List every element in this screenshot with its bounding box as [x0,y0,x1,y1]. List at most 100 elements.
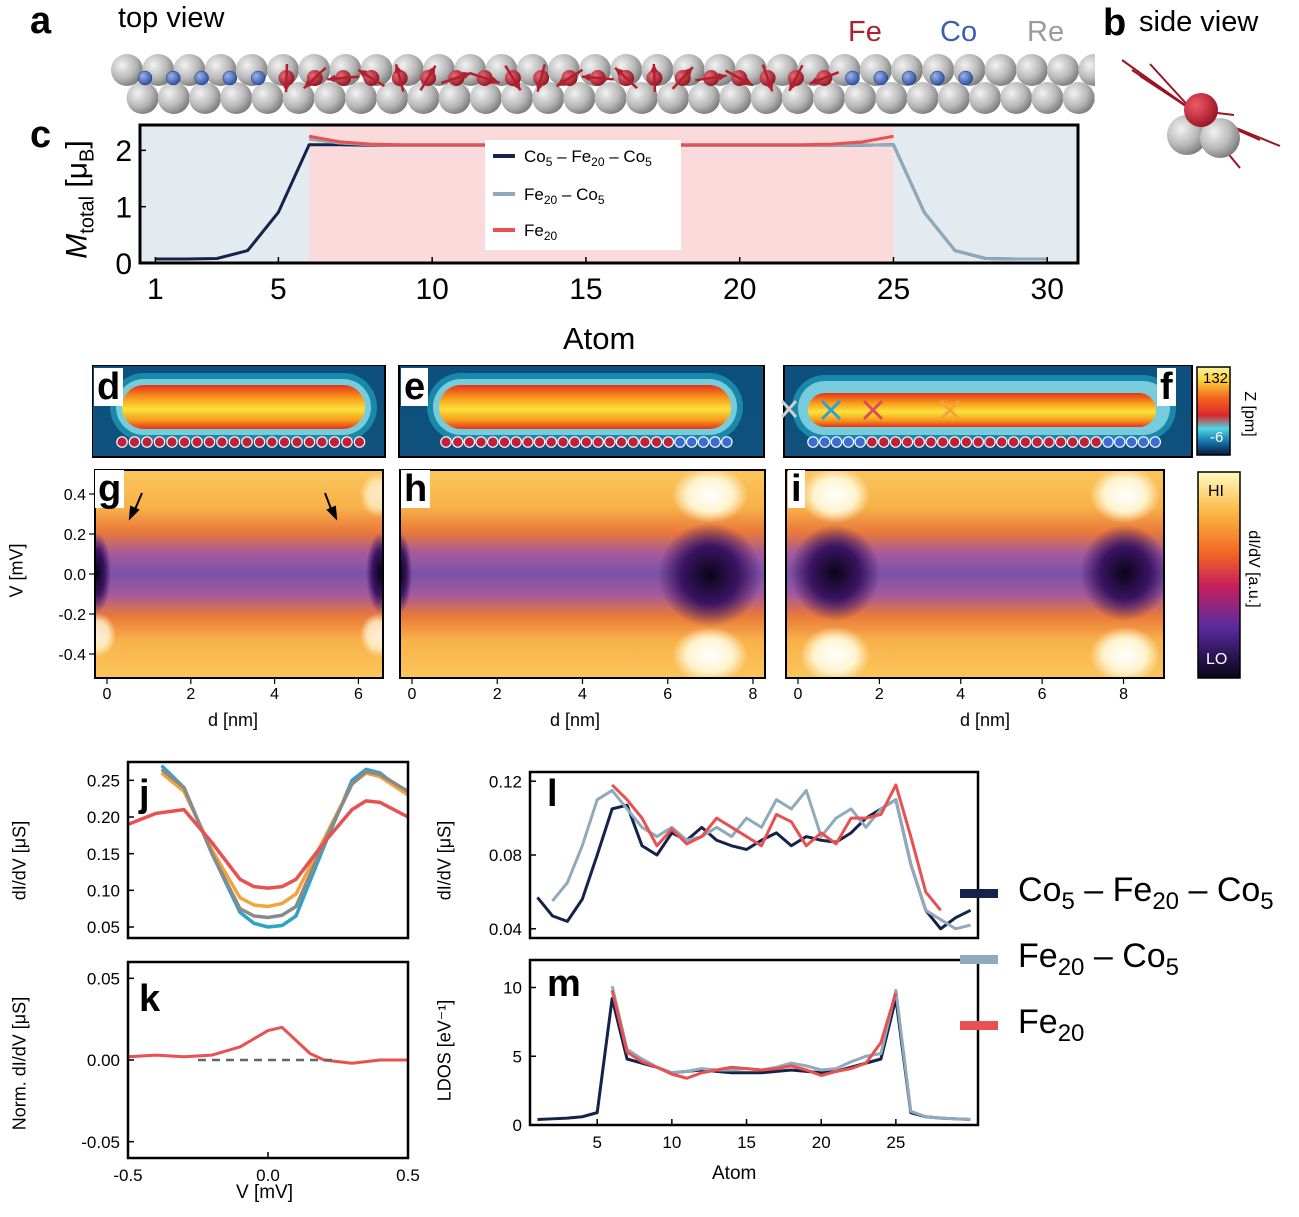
chart-c-legend-label: Fe20 [524,221,558,243]
fe-atom-dot [878,436,890,448]
fe-atom-dot [440,436,452,448]
big-legend-swatch [960,888,998,898]
re-atom [625,82,658,114]
chart-j-ytick-label: 0.20 [87,808,120,827]
top-view-chain [111,54,1095,114]
re-atom [813,82,845,114]
panel-label-h: h [401,470,431,508]
panel-c-ylabel: Mtotal [μB] [60,140,99,259]
panel-label-e: e [401,368,429,406]
legend-co: Co [940,16,978,48]
chart-k-ytick-label: 0.05 [87,969,120,988]
chart-c-xtick-label: 15 [569,273,602,306]
chart-c-legend-label: Co5 – Fe20 – Co5 [524,147,652,169]
chart-c-xtick-label: 10 [415,273,448,306]
fe-atom-dot [1019,436,1032,448]
topography-row [92,365,1231,458]
co-atom [873,70,889,86]
chart-c-ytick-label: 0 [115,248,132,281]
fe-atom-dot [253,436,266,448]
map-dtick-label: 0 [794,686,803,703]
fe-atom-dot [316,436,328,448]
co-atom-dot [1149,436,1161,448]
chart-c-xtick-label: 30 [1031,273,1064,306]
fe-atom-dot [266,436,278,448]
colorbar-didv-label: dI/dV [a.u.] [1245,530,1262,608]
spin-arrow-head [743,78,753,86]
chart-k-ytick-label: 0.00 [87,1051,120,1070]
colorbar-z [1196,366,1231,456]
chart-j-series-3 [127,799,409,890]
spin-arrow-head [556,78,566,87]
chart-c-legend-box [485,140,681,250]
panel-c-xlabel: Atom [563,321,636,356]
legend-re: Re [1027,16,1065,48]
co-atom [137,70,153,86]
fe-atom-dot [228,436,241,448]
chart-m-xtick-label: 10 [662,1133,681,1152]
co-atom-dot [1113,436,1126,448]
panel-a-title: top view [118,2,225,34]
co-atom [930,70,945,86]
marker-crosses [780,399,961,421]
panel-label-a: a [30,0,52,42]
spin-arrow-head [615,67,624,77]
chart-j-plot [127,764,410,929]
panel-label-l: l [545,773,560,815]
map-dtick-label: 0 [408,686,417,703]
chart-k-xtick-label: 0.5 [396,1166,420,1185]
colorbar-hi: HI [1208,483,1224,500]
fe-atom-dot [278,436,291,448]
maps-xlabel-g: d [nm] [208,710,259,730]
fe-atom-dot [353,436,366,448]
re-atom [906,82,939,114]
re-atom [220,82,253,114]
re-atom [345,82,377,114]
panel-label-j: j [137,773,152,815]
chart-j-series-2 [160,767,409,920]
legend-fe: Fe [848,16,882,48]
co-atom-dot [807,436,819,448]
panel-label-d: d [94,368,124,406]
co-atom [958,70,973,86]
re-atom [189,82,221,114]
fe-atom-dot [1078,436,1091,448]
re-atom [781,82,814,114]
fe-atom-dot [592,436,604,448]
map-dtick-label: 4 [270,686,279,703]
spin-arrow-head [358,69,368,78]
panel-label-k: k [137,978,163,1020]
fe-atom-dot [498,436,511,448]
fe-atom-dot [191,436,203,448]
panel-label-g: g [95,470,125,508]
panel-j-ylabel: dI/dV [μS] [9,820,30,901]
map-dtick-label: 2 [186,686,195,703]
spin-arrow-head [684,67,693,76]
fe-atom-dot [141,436,153,448]
co-atom-dot [842,436,855,448]
fe-atom-dot [291,436,303,448]
re-atom [157,82,190,114]
colorbar-didv [1197,471,1241,679]
spin-arrow-head [512,81,521,91]
spin-arrow-head [535,82,544,92]
map-dtick-label: 0 [103,686,112,703]
map-vtick-label: -0.4 [58,647,86,664]
chart-m-ytick-label: 10 [503,979,522,998]
fe-atom-dot [128,436,141,448]
co-atom-dot [854,436,866,448]
colorbar-z-min: -6 [1210,429,1224,446]
co-region-right [893,125,1078,263]
chart-l-series-1 [551,788,971,931]
co-atom-dot [709,436,721,448]
maps-xlabel-i: d [nm] [960,710,1011,730]
fe-atom-dot [557,436,569,448]
chart-c-xtick-label: 20 [723,273,756,306]
fe-atom-dot [960,436,973,448]
fe-atom-dot [925,436,937,448]
re-atom [844,82,877,114]
fe-atom-dot [328,436,341,448]
re-atom [594,82,627,114]
